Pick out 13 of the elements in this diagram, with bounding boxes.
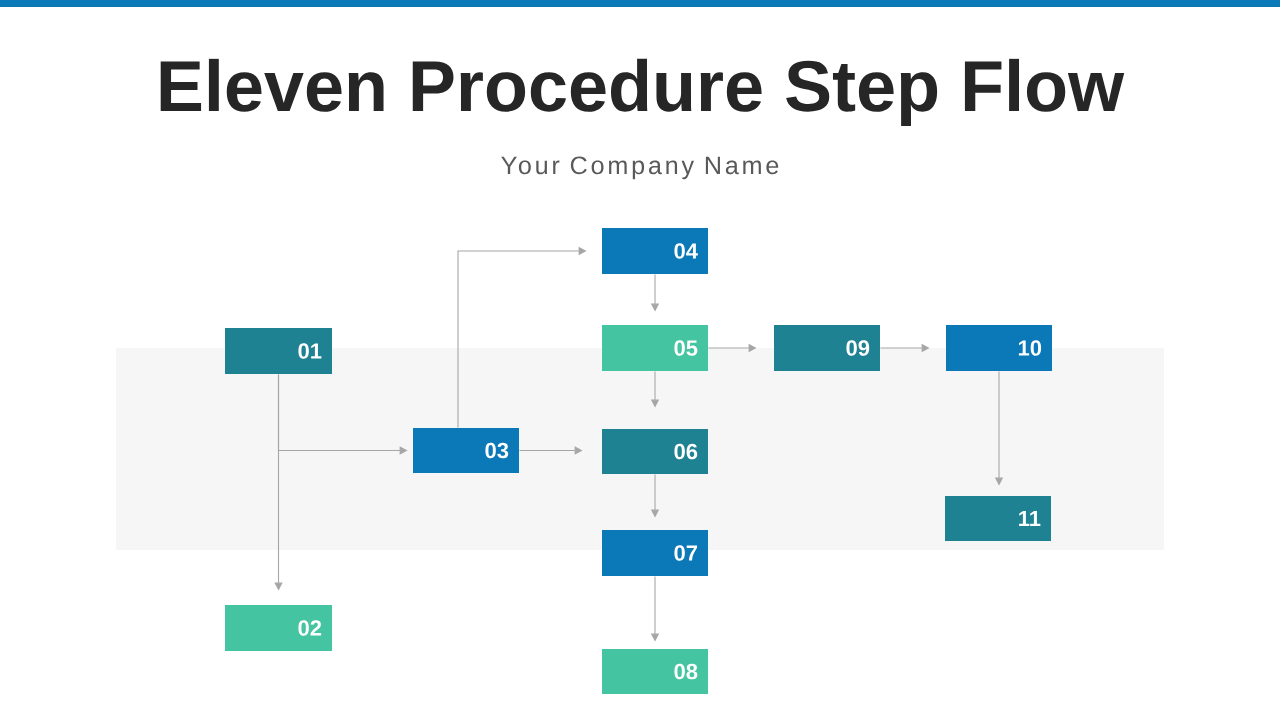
process-box: 02 [225, 605, 332, 651]
process-box: 04 [602, 228, 708, 274]
process-box: 06 [602, 429, 708, 474]
process-box: 11 [945, 496, 1051, 541]
process-box: 08 [602, 649, 708, 694]
process-box: 10 [946, 325, 1052, 371]
subtitle: Your Company Name [501, 156, 779, 180]
process-box: 05 [602, 325, 708, 371]
process-box: 09 [774, 325, 880, 371]
title: Eleven Procedure Step Flow [160, 58, 1125, 126]
process-box: 01 [225, 328, 332, 374]
process-box: 07 [602, 530, 708, 576]
process-box: 03 [413, 428, 519, 473]
